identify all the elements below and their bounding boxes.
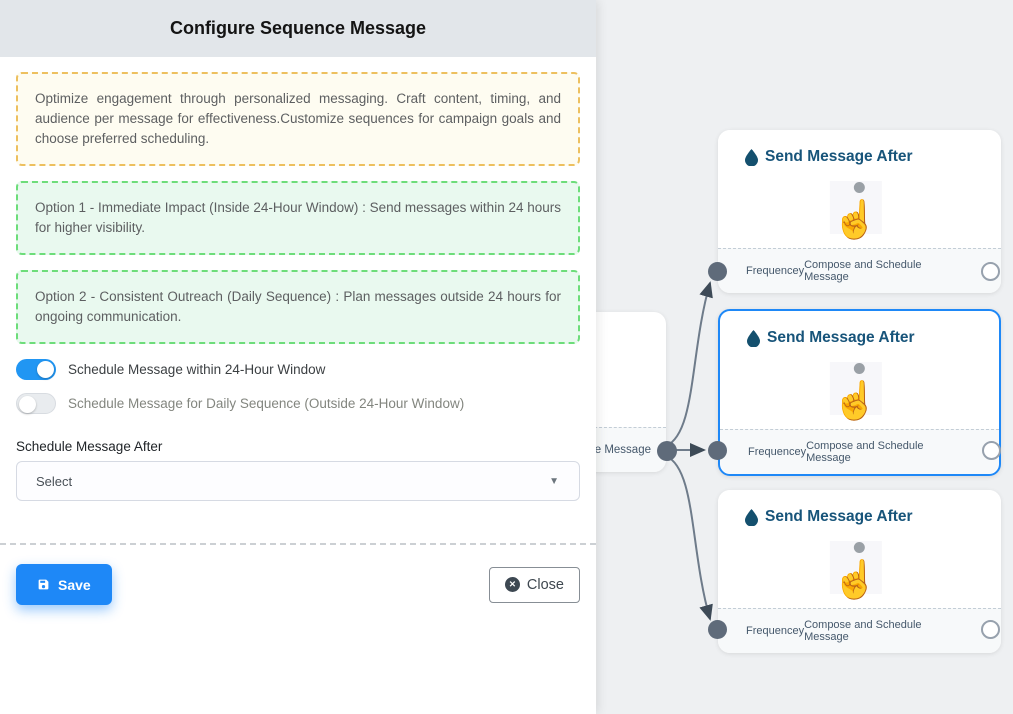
node-2-output-port[interactable] — [982, 441, 1001, 460]
node-1-output-port[interactable] — [981, 262, 1000, 281]
toggle-24hour-window-label: Schedule Message within 24-Hour Window — [68, 362, 326, 377]
touch-dot — [853, 542, 865, 553]
frequency-tab[interactable]: Frequencey — [746, 625, 805, 637]
toggle-knob — [19, 395, 36, 413]
node-3-output-port[interactable] — [981, 620, 1000, 639]
frequency-tab[interactable]: Frequencey — [746, 265, 805, 277]
schedule-after-select[interactable]: Select ▼ — [16, 461, 580, 501]
node-body: Send Message After ☝ — [720, 311, 999, 429]
close-button[interactable]: ✕ Close — [488, 566, 580, 603]
tap-hand-icon[interactable]: ☝ — [829, 362, 882, 419]
send-message-after-node-2[interactable]: Send Message After ☝ Frequencey Compose … — [718, 309, 1001, 476]
toggle-daily-sequence-label: Schedule Message for Daily Sequence (Out… — [68, 396, 465, 411]
divider — [0, 543, 596, 545]
schedule-after-label: Schedule Message After — [16, 439, 163, 454]
water-drop-icon — [747, 329, 760, 347]
node-1-input-port[interactable] — [708, 262, 727, 281]
configure-sequence-panel: Configure Sequence Message Optimize enga… — [0, 0, 596, 714]
node-title: Send Message After — [747, 329, 915, 347]
send-message-after-node-1[interactable]: Send Message After ☝ Frequencey Compose … — [718, 130, 1001, 293]
node-body: Send Message After ☝ — [718, 490, 1001, 608]
water-drop-icon — [745, 508, 758, 526]
panel-title: Configure Sequence Message — [0, 0, 596, 57]
caret-down-icon: ▼ — [549, 475, 559, 487]
frequency-tab[interactable]: Frequencey — [748, 446, 807, 458]
close-icon: ✕ — [504, 577, 520, 592]
node-3-input-port[interactable] — [708, 620, 727, 639]
select-value: Select — [36, 473, 73, 489]
send-message-after-node-3[interactable]: Send Message After ☝ Frequencey Compose … — [718, 490, 1001, 653]
compose-schedule-tab[interactable]: Compose and Schedule Message — [804, 619, 922, 643]
touch-dot — [853, 363, 865, 374]
node-2-input-port[interactable] — [708, 441, 727, 460]
source-output-port[interactable] — [657, 441, 677, 461]
intro-note: Optimize engagement through personalized… — [16, 72, 580, 166]
toggle-24hour-window[interactable] — [16, 359, 56, 380]
compose-schedule-tab[interactable]: Compose and Schedule Message — [806, 440, 924, 464]
compose-schedule-tab[interactable]: Compose and Schedule Message — [804, 259, 922, 283]
floppy-disk-icon — [38, 579, 49, 590]
node-title: Send Message After — [745, 148, 913, 166]
node-body: Send Message After ☝ — [718, 130, 1001, 248]
toggle-daily-sequence[interactable] — [16, 393, 56, 414]
tap-hand-icon[interactable]: ☝ — [829, 541, 882, 598]
option2-note: Option 2 - Consistent Outreach (Daily Se… — [16, 270, 580, 344]
save-button[interactable]: Save — [16, 564, 112, 605]
option1-note: Option 1 - Immediate Impact (Inside 24-H… — [16, 181, 580, 255]
tap-hand-icon[interactable]: ☝ — [829, 181, 882, 238]
toggle-knob — [37, 361, 54, 378]
water-drop-icon — [745, 148, 758, 166]
node-title: Send Message After — [745, 508, 913, 526]
touch-dot — [853, 182, 865, 193]
